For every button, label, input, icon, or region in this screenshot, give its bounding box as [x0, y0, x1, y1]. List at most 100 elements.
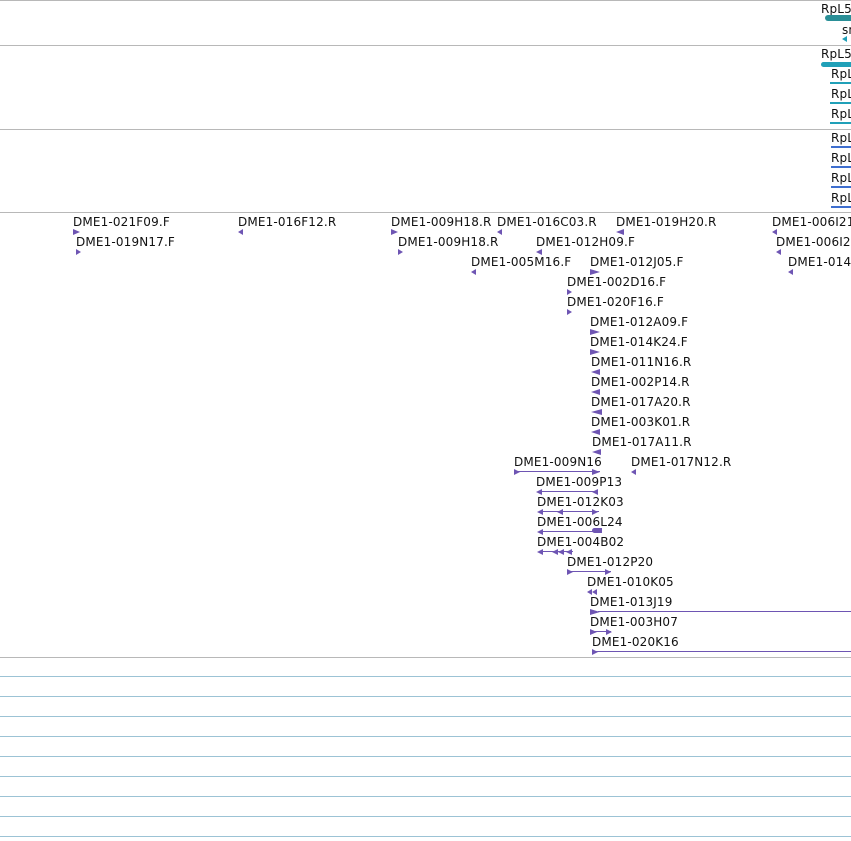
clone-feature[interactable]	[592, 528, 602, 533]
transcript-feature[interactable]	[831, 146, 851, 148]
transcript-label[interactable]: RpL	[831, 87, 851, 101]
clone-feature[interactable]	[590, 349, 600, 355]
clone-feature[interactable]	[558, 549, 564, 555]
clone-feature[interactable]	[606, 629, 612, 635]
clone-feature[interactable]	[788, 269, 793, 275]
clone-feature[interactable]	[514, 469, 520, 475]
clone-label[interactable]: DME1-003H07	[590, 615, 678, 629]
clone-feature[interactable]	[592, 649, 598, 655]
clone-feature[interactable]	[537, 509, 543, 515]
clone-label[interactable]: DME1-020F16.F	[567, 295, 664, 309]
transcript-label[interactable]: RpL	[831, 191, 851, 205]
clone-label[interactable]: DME1-009P13	[536, 475, 623, 489]
clone-label[interactable]: DME1-012P20	[567, 555, 654, 569]
gene-label[interactable]: RpL5	[821, 2, 851, 16]
clone-label[interactable]: DME1-006I2	[776, 235, 851, 249]
clone-feature[interactable]	[537, 529, 543, 535]
clone-feature[interactable]	[552, 549, 558, 555]
clone-feature[interactable]	[605, 569, 611, 575]
clone-label[interactable]: DME1-012H09.F	[536, 235, 636, 249]
clone-feature[interactable]	[592, 589, 597, 595]
transcript-label[interactable]: RpL	[831, 67, 851, 81]
clone-feature[interactable]	[536, 249, 542, 255]
clone-feature[interactable]	[398, 249, 403, 255]
clone-feature[interactable]	[567, 289, 572, 295]
transcript-label[interactable]: RpL	[831, 151, 851, 165]
clone-feature[interactable]	[592, 489, 598, 495]
clone-label[interactable]: DME1-016F12.R	[238, 215, 337, 229]
clone-label[interactable]: DME1-009N16	[514, 455, 602, 469]
clone-feature[interactable]	[587, 589, 592, 595]
transcript-label[interactable]: RpL	[831, 171, 851, 185]
clone-feature[interactable]	[592, 509, 598, 515]
transcript-feature[interactable]	[830, 82, 851, 84]
clone-feature[interactable]	[591, 429, 600, 435]
clone-feature[interactable]	[471, 269, 476, 275]
clone-feature[interactable]	[497, 229, 502, 235]
clone-feature[interactable]	[566, 549, 572, 555]
clone-label[interactable]: DME1-009H18.R	[398, 235, 499, 249]
clone-feature[interactable]	[391, 229, 398, 235]
clone-feature[interactable]	[590, 269, 600, 275]
clone-feature[interactable]	[557, 509, 563, 515]
clone-label[interactable]: DME1-019H20.R	[616, 215, 717, 229]
clone-label[interactable]: DME1-012A09.F	[590, 315, 689, 329]
clone-label[interactable]: DME1-006L24	[537, 515, 623, 529]
clone-label[interactable]: DME1-006I21	[772, 215, 851, 229]
clone-label[interactable]: DME1-010K05	[587, 575, 674, 589]
empty-track-line	[0, 836, 851, 837]
clone-feature[interactable]	[592, 449, 601, 455]
clone-feature[interactable]	[537, 549, 543, 555]
transcript-feature[interactable]	[821, 62, 851, 67]
clone-feature[interactable]	[590, 329, 600, 335]
clone-feature[interactable]	[591, 409, 602, 415]
clone-feature[interactable]	[591, 369, 600, 375]
clone-feature[interactable]	[592, 469, 600, 475]
clone-feature[interactable]	[567, 569, 573, 575]
clone-label[interactable]: DME1-002D16.F	[567, 275, 667, 289]
clone-feature[interactable]	[772, 229, 777, 235]
transcript-feature[interactable]	[831, 206, 851, 208]
clone-label[interactable]: DME1-013J19	[590, 595, 673, 609]
gene-feature[interactable]	[825, 15, 851, 21]
clone-label[interactable]: DME1-021F09.F	[73, 215, 170, 229]
clone-feature[interactable]	[590, 609, 600, 615]
transcript-feature[interactable]	[830, 122, 851, 124]
clone-label[interactable]: DME1-014K24.F	[590, 335, 688, 349]
clone-label[interactable]: DME1-017N12.R	[631, 455, 732, 469]
clone-feature[interactable]	[238, 229, 243, 235]
clone-label[interactable]: DME1-011N16.R	[591, 355, 692, 369]
clone-feature[interactable]	[567, 309, 572, 315]
clone-label[interactable]: DME1-005M16.F	[471, 255, 572, 269]
transcript-feature[interactable]	[831, 166, 851, 168]
transcript-label[interactable]: RpL5	[821, 47, 851, 61]
transcript-feature[interactable]	[831, 186, 851, 188]
clone-feature[interactable]	[591, 389, 600, 395]
clone-label[interactable]: DME1-002P14.R	[591, 375, 690, 389]
clone-label[interactable]: DME1-019N17.F	[76, 235, 175, 249]
clone-label[interactable]: DME1-017A20.R	[591, 395, 691, 409]
clone-feature[interactable]	[590, 629, 597, 635]
transcript-label[interactable]: RpL	[831, 131, 851, 145]
clone-label[interactable]: DME1-012J05.F	[590, 255, 684, 269]
clone-feature[interactable]	[631, 469, 636, 475]
clone-label[interactable]: DME1-004B02	[537, 535, 625, 549]
clone-label[interactable]: DME1-017A11.R	[592, 435, 692, 449]
empty-track-line	[0, 816, 851, 817]
clone-feature[interactable]	[76, 249, 81, 255]
clone-feature[interactable]	[776, 249, 781, 255]
transcript-label[interactable]: RpL	[831, 107, 851, 121]
gene-label[interactable]: sn	[842, 23, 851, 37]
clone-label[interactable]: DME1-003K01.R	[591, 415, 691, 429]
clone-feature[interactable]	[73, 229, 80, 235]
clone-label[interactable]: DME1-009H18.R	[391, 215, 492, 229]
clone-label[interactable]: DME1-014	[788, 255, 851, 269]
clone-label[interactable]: DME1-020K16	[592, 635, 679, 649]
clone-feature[interactable]	[536, 489, 542, 495]
gene-feature[interactable]	[842, 36, 847, 42]
clone-link	[541, 531, 599, 532]
clone-label[interactable]: DME1-016C03.R	[497, 215, 597, 229]
clone-label[interactable]: DME1-012K03	[537, 495, 624, 509]
clone-feature[interactable]	[616, 229, 624, 235]
transcript-feature[interactable]	[830, 102, 851, 104]
